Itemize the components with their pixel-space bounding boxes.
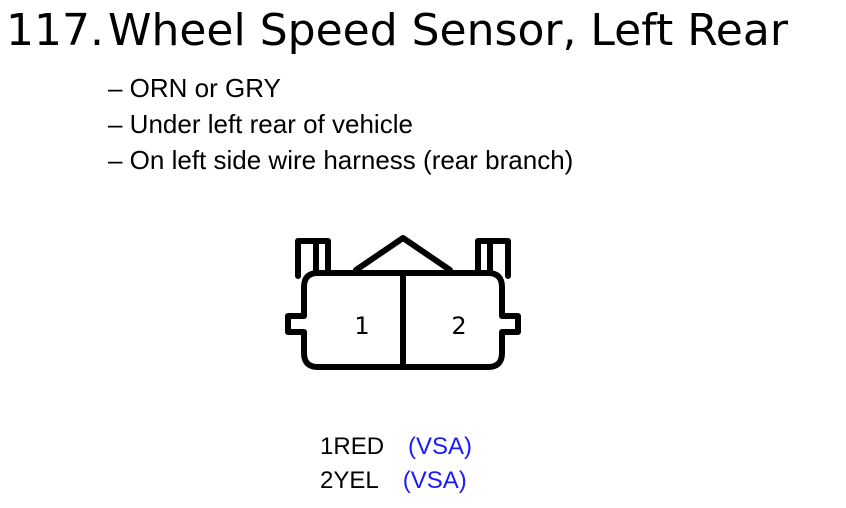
cavity-label-1: 1 — [354, 312, 369, 340]
note-harness: – On left side wire harness (rear branch… — [108, 145, 574, 175]
pin-system: (VSA) — [408, 433, 473, 460]
note-location: – Under left rear of vehicle — [108, 109, 413, 139]
note-connector-color: – ORN or GRY — [108, 73, 281, 103]
pin-number: 1 — [320, 433, 334, 460]
component-notes: – ORN or GRY – Under left rear of vehicl… — [108, 70, 573, 178]
pin-wire-color: RED — [333, 433, 385, 460]
connector-face-diagram: 1 2 — [285, 235, 521, 370]
pin-number: 2 — [320, 467, 334, 494]
pin-assignment-list: 1RED (VSA) 2YEL (VSA) — [320, 430, 472, 498]
pin-row: 2YEL (VSA) — [320, 464, 472, 498]
pin-wire-color: YEL — [333, 467, 379, 494]
component-number: 117. — [6, 5, 104, 56]
cavity-label-2: 2 — [451, 312, 466, 340]
pin-row: 1RED (VSA) — [320, 430, 472, 464]
connector-housing-outline — [285, 270, 521, 370]
pin-system: (VSA) — [402, 467, 467, 494]
component-name: Wheel Speed Sensor, Left Rear — [107, 5, 788, 56]
page-title: 117.Wheel Speed Sensor, Left Rear — [6, 4, 788, 58]
locking-tab — [353, 235, 453, 273]
